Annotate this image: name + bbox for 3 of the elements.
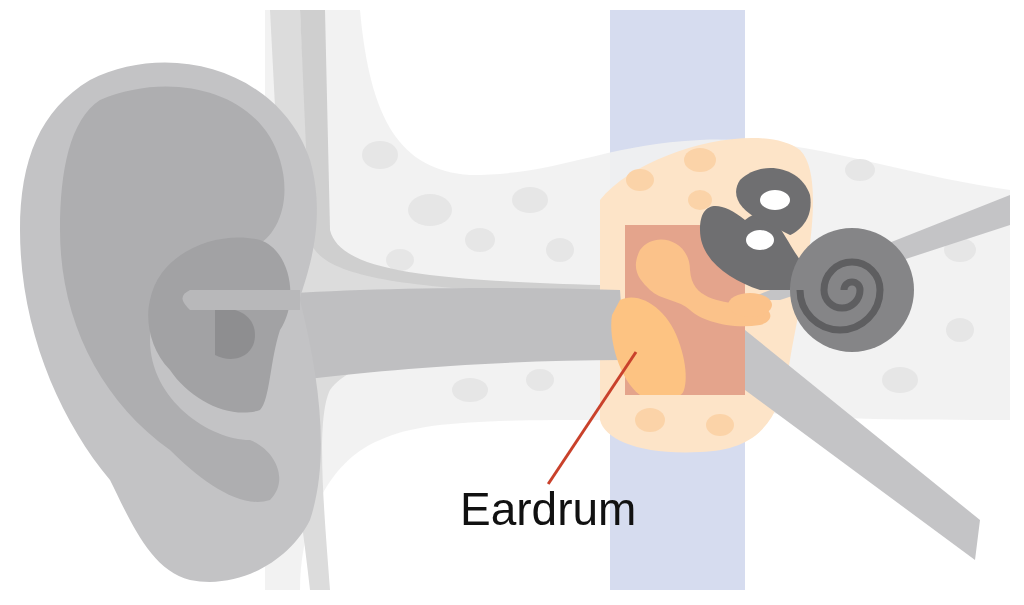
leader-line	[546, 351, 638, 485]
part-label: Eardrum	[460, 486, 637, 532]
eardrum-drawing	[611, 297, 686, 395]
